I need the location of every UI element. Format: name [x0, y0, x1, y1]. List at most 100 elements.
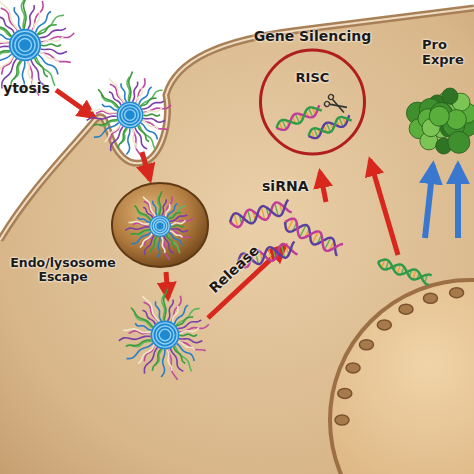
- nanoparticle-part: [41, 44, 61, 46]
- endosome: [112, 183, 208, 267]
- process-arrow: [425, 165, 433, 238]
- nanoparticle-part: [171, 225, 184, 227]
- protein-part: [429, 106, 449, 126]
- nanoparticle-part: [134, 205, 150, 220]
- nanoparticle-part: [0, 54, 12, 71]
- nanoparticle-part: [179, 327, 199, 333]
- nanoparticle-part: [156, 222, 165, 231]
- nanoparticle-part: [140, 90, 162, 106]
- sirna-helix: [277, 105, 322, 130]
- nanoparticle: [87, 71, 171, 157]
- nucleus-part: [399, 304, 413, 314]
- nanoparticle-part: [38, 25, 57, 35]
- nucleus-part: [338, 388, 352, 398]
- nucleus-part: [377, 320, 391, 330]
- sirna-helix-part: [326, 123, 330, 132]
- nucleus-part: [346, 363, 360, 373]
- nanoparticle-part: [125, 110, 136, 121]
- protein-part: [442, 88, 458, 104]
- scissors-symbol-part: [329, 99, 347, 113]
- nanoparticle-part: [33, 12, 39, 31]
- nanoparticle-part: [151, 217, 169, 235]
- nanoparticle-part: [161, 349, 165, 377]
- process-arrow: [370, 160, 398, 255]
- scissors-symbol-part: [328, 94, 335, 101]
- nanoparticle-part: [131, 308, 153, 328]
- nanoparticle-part: [87, 116, 117, 120]
- nanoparticle-part: [162, 237, 170, 260]
- nanoparticle-part: [155, 301, 161, 321]
- nanoparticle-part: [151, 321, 180, 350]
- nanoparticle-part: [0, 46, 9, 51]
- nanoparticle-part: [167, 349, 177, 380]
- nanoparticle-part: [93, 120, 117, 126]
- nanoparticle-part: [176, 317, 193, 326]
- nanoparticle-part: [15, 35, 35, 55]
- nanoparticle-part: [0, 1, 18, 30]
- risc-circle: Gene SilencingRISC: [240, 28, 385, 158]
- nanoparticle-part: [143, 197, 156, 216]
- stage-label: siRNA: [262, 178, 308, 194]
- sirna-helix-part: [230, 200, 288, 224]
- stage-label: ytosis: [3, 80, 50, 96]
- cell-membrane: [0, 8, 474, 240]
- nanoparticle-part: [119, 104, 142, 127]
- sirna-helix-part: [277, 105, 320, 130]
- sirna-helix-part: [295, 114, 299, 123]
- nanoparticle-part: [35, 58, 48, 77]
- sirna-helix-part: [285, 219, 343, 251]
- nanoparticle-part: [23, 0, 28, 29]
- nanoparticle-part: [28, 5, 34, 29]
- risc-outline: [240, 28, 385, 158]
- protein-part: [448, 131, 470, 153]
- nucleus-part: [359, 340, 373, 350]
- stage-label: Pro Expre: [422, 38, 470, 68]
- nanoparticle-part: [119, 336, 151, 341]
- nanoparticle-part: [176, 309, 200, 326]
- sirna-helix: [285, 219, 343, 256]
- nanoparticle-part: [170, 348, 183, 371]
- sirna-helix-part: [309, 115, 350, 138]
- nanoparticle-part: [171, 220, 186, 225]
- nanoparticle-part: [161, 237, 164, 253]
- nanoparticle-part: [144, 114, 160, 116]
- nanoparticle-part: [149, 215, 171, 237]
- nucleus-part: [450, 288, 464, 298]
- nanoparticle-part: [125, 227, 149, 230]
- process-arrow: [142, 152, 150, 180]
- sirna-helix-part: [339, 117, 343, 126]
- nucleus: [330, 280, 474, 474]
- nanoparticle: [125, 191, 192, 259]
- sirna-helix-part: [413, 270, 416, 279]
- sirna-helix: [309, 115, 352, 138]
- nanoparticle-part: [132, 128, 136, 148]
- complex-label: RISC: [240, 70, 385, 85]
- nucleus-part: [423, 293, 437, 303]
- nanoparticle-part: [171, 296, 181, 322]
- nanoparticle-part: [159, 329, 171, 341]
- sirna-helix-part: [378, 262, 432, 279]
- stage-heading: Gene Silencing: [240, 28, 385, 44]
- nanoparticle-part: [159, 191, 162, 215]
- sirna-helix-part: [378, 260, 428, 285]
- nanoparticle-part: [19, 39, 32, 52]
- nanoparticle-part: [32, 1, 43, 31]
- nanoparticle: [0, 0, 74, 95]
- nanoparticle-part: [143, 108, 162, 114]
- sirna-helix-part: [277, 107, 322, 128]
- nanoparticle-part: [167, 349, 172, 371]
- nanoparticle-part: [179, 334, 197, 336]
- nanoparticle-part: [156, 326, 174, 344]
- scissors-symbol-part: [329, 99, 347, 113]
- nanoparticle-part: [117, 102, 144, 129]
- process-arrow: [320, 172, 326, 202]
- nanoparticle-part: [131, 230, 150, 235]
- sirna-helix: [230, 200, 292, 227]
- scissors-symbol-part: [324, 101, 331, 108]
- endosome-part: [112, 183, 208, 267]
- process-arrow: [455, 165, 461, 238]
- nanoparticle-part: [136, 78, 145, 103]
- nanoparticle-part: [126, 128, 129, 154]
